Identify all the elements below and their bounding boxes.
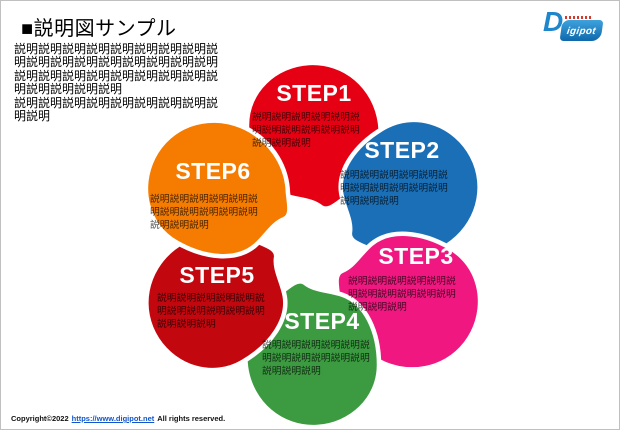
step1-description: 説明説明説明説明説明説明説明説明説明説明説明説明説明説明: [252, 112, 360, 149]
step2-title: STEP2: [364, 137, 440, 163]
intro-paragraph-2: 説明説明説明説明説明説明説明説明説明説明: [14, 95, 219, 124]
page-title: ■説明図サンプル: [21, 18, 177, 40]
intro-text: 説明説明説明説明説明説明説明説明説明説明説明説明説明説明説明説明説明説明説明説明…: [14, 42, 219, 124]
step4-title: STEP4: [284, 308, 360, 334]
step3-title: STEP3: [378, 243, 454, 269]
logo-letter-d: D: [543, 6, 564, 37]
intro-paragraph-1: 説明説明説明説明説明説明説明説明説明説明説明説明説明説明説明説明説明説明説明説明…: [14, 42, 219, 97]
logo-tagline-marks: [565, 16, 591, 19]
step5-blob: [144, 229, 288, 373]
step4-description: 説明説明説明説明説明説明説明説明説明説明説明説明説明説明: [262, 340, 370, 377]
step6-title: STEP6: [175, 158, 251, 184]
step5-description: 説明説明説明説明説明説明説明説明説明説明説明説明説明説明: [157, 293, 265, 330]
copyright-text: Copyright©2022: [11, 414, 69, 423]
step1-title: STEP1: [276, 80, 352, 106]
digipot-logo: D igipot: [543, 6, 609, 41]
step6-blob: [143, 118, 292, 259]
step6-description: 説明説明説明説明説明説明説明説明説明説明説明説明説明説明: [150, 194, 258, 231]
rights-text: All rights reserved.: [157, 414, 226, 423]
step3-description: 説明説明説明説明説明説明説明説明説明説明説明説明説明説明: [348, 276, 456, 313]
step5-title: STEP5: [179, 262, 255, 288]
step2-blob: [338, 117, 482, 261]
copyright-link[interactable]: https://www.digipot.net: [71, 414, 155, 423]
step2-description: 説明説明説明説明説明説明説明説明説明説明説明説明説明説明: [340, 170, 448, 207]
